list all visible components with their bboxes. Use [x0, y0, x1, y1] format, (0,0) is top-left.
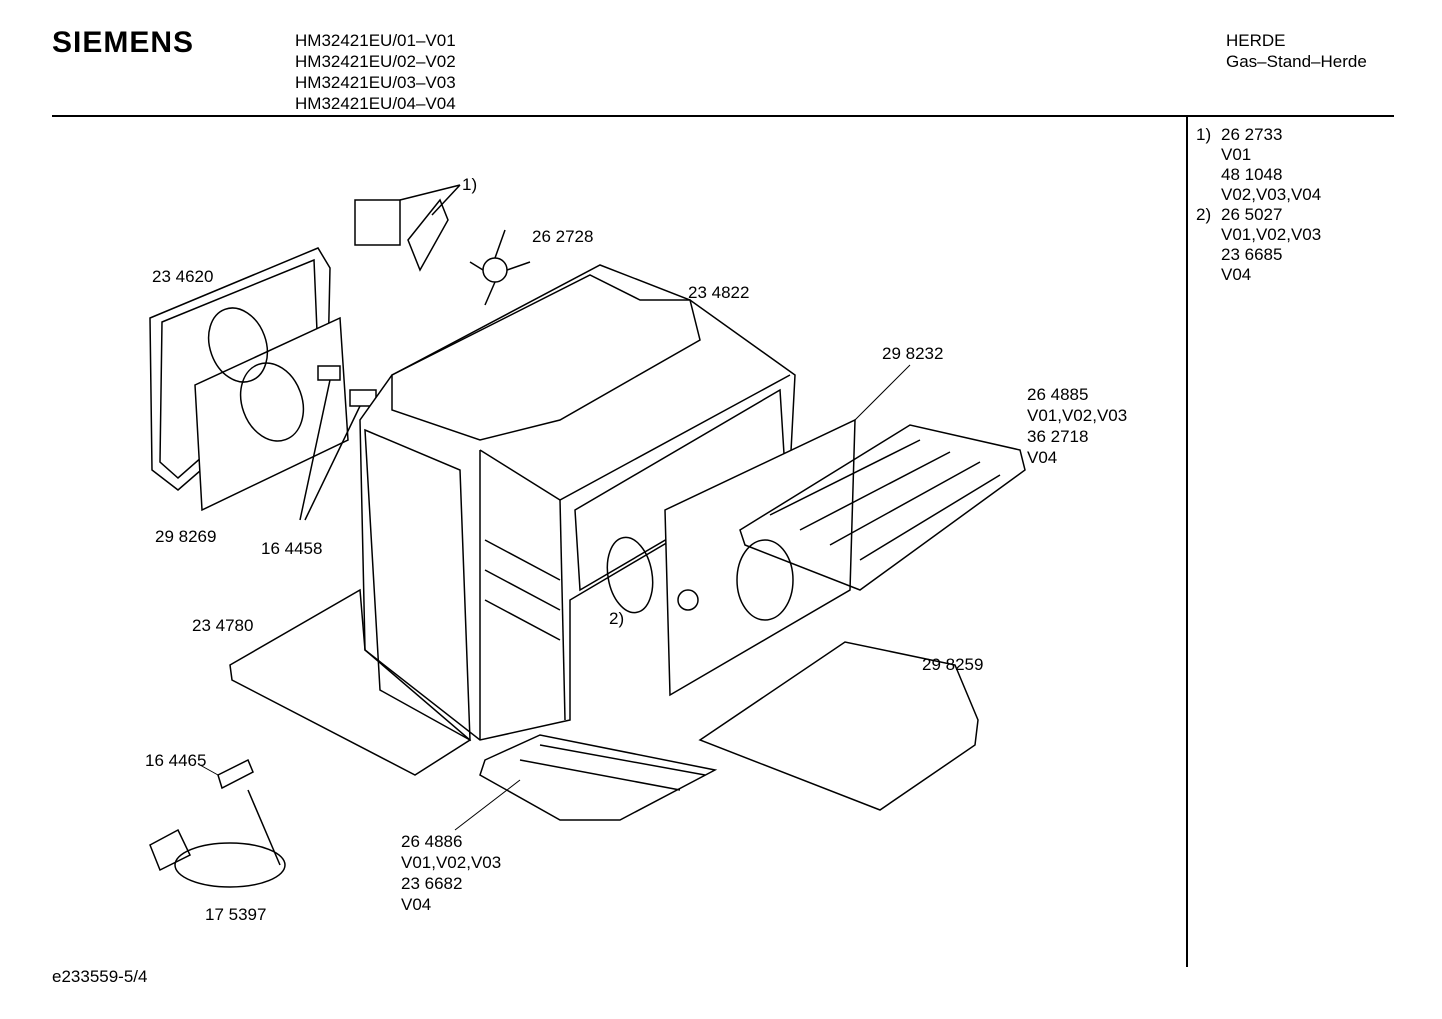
- part-number-label: 23 4620: [152, 267, 214, 286]
- rear-perforated-panel: [194, 307, 349, 512]
- footnote-line: V02,V03,V04: [1221, 185, 1322, 204]
- model-number: HM32421EU/02–V02: [295, 52, 456, 71]
- notes-divider: [1186, 117, 1188, 967]
- bottom-heating-element: [479, 734, 718, 821]
- header-divider: [52, 115, 1394, 117]
- part-number-line: V01,V02,V03: [401, 853, 502, 872]
- callout-marker: 1): [462, 175, 478, 194]
- fan-motor-assembly: [354, 184, 461, 272]
- footnote: 2) 26 5027 V01,V02,V03 23 6685 V04: [1196, 205, 1321, 285]
- part-number-line: 36 2718: [1027, 427, 1089, 446]
- bottom-plate: [229, 588, 472, 776]
- part-number-label: 29 8259: [922, 655, 984, 674]
- part-number-label: 23 4780: [192, 616, 254, 635]
- terminal-block: [217, 758, 254, 790]
- footnote-line: V01: [1221, 145, 1252, 164]
- footnote-number: 2): [1196, 205, 1212, 224]
- part-number-line: V04: [1027, 448, 1058, 467]
- mains-cable: [149, 789, 286, 888]
- bottom-cover: [698, 641, 979, 811]
- part-number-label: 23 4822: [688, 283, 750, 302]
- category-title: HERDE: [1226, 31, 1286, 50]
- part-number-label: 29 8232: [882, 344, 944, 363]
- footnotes: 1) 26 2733 V01 48 1048 V02,V03,V04 2) 26…: [1196, 125, 1321, 285]
- part-number-line: 26 4886: [401, 832, 463, 851]
- part-number-line: V04: [401, 895, 432, 914]
- footnote: 1) 26 2733 V01 48 1048 V02,V03,V04: [1196, 125, 1321, 205]
- category-block: HERDE Gas–Stand–Herde: [1226, 30, 1367, 72]
- footnote-line: 23 6685: [1221, 245, 1283, 264]
- model-number: HM32421EU/03–V03: [295, 73, 456, 92]
- footnote-line: 26 5027: [1221, 205, 1283, 224]
- footnote-line: V04: [1221, 265, 1252, 284]
- model-number: HM32421EU/04–V04: [295, 94, 456, 113]
- part-number-label: 29 8269: [155, 527, 217, 546]
- part-number-block: 26 4886 V01,V02,V03 23 6682 V04: [401, 831, 501, 915]
- leader-lines: [199, 364, 911, 831]
- category-subtitle: Gas–Stand–Herde: [1226, 52, 1367, 71]
- model-list: HM32421EU/01–V01 HM32421EU/02–V02 HM3242…: [295, 30, 456, 114]
- footnote-number: 1): [1196, 125, 1212, 144]
- part-number-line: 23 6682: [401, 874, 463, 893]
- footnote-line: V01,V02,V03: [1221, 225, 1322, 244]
- part-number-label: 17 5397: [205, 905, 267, 924]
- brand-logo: SIEMENS: [52, 26, 195, 59]
- footnote-line: 26 2733: [1221, 125, 1283, 144]
- callout-marker: 2): [609, 609, 625, 628]
- part-number-block: 26 4885 V01,V02,V03 36 2718 V04: [1027, 384, 1127, 468]
- model-number: HM32421EU/01–V01: [295, 31, 456, 50]
- part-number-line: V01,V02,V03: [1027, 406, 1128, 425]
- part-number-label: 16 4458: [261, 539, 323, 558]
- footnote-line: 48 1048: [1221, 165, 1283, 184]
- part-number-label: 16 4465: [145, 751, 207, 770]
- part-number-label: 26 2728: [532, 227, 594, 246]
- document-id: e233559-5/4: [52, 967, 148, 986]
- top-heating-element: [739, 424, 1026, 591]
- fan-wheel: [469, 229, 531, 306]
- part-number-line: 26 4885: [1027, 385, 1089, 404]
